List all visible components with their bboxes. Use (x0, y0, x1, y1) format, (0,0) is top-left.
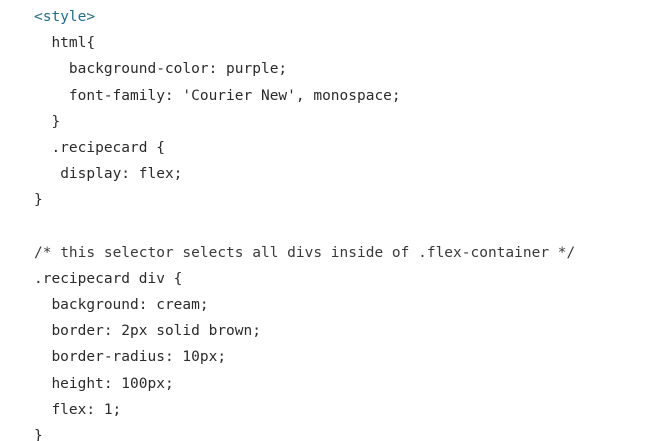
code-line-text: background: cream; (51, 297, 209, 314)
code-line: flex: 1; (34, 397, 650, 423)
code-line: .recipecard div { (34, 266, 650, 292)
code-line-blank (34, 214, 650, 240)
code-line-text: .recipecard div { (34, 270, 183, 287)
code-line-text: display: flex; (60, 166, 183, 183)
code-comment: /* this selector selects all divs inside… (34, 244, 576, 261)
code-line-text: } (34, 428, 43, 441)
code-line: height: 100px; (34, 371, 650, 397)
code-line: background-color: purple; (34, 56, 650, 82)
code-line: .recipecard { (34, 135, 650, 161)
code-line-text: } (34, 192, 43, 209)
code-line: border: 2px solid brown; (34, 318, 650, 344)
code-line: html{ (34, 30, 650, 56)
code-line: background: cream; (34, 292, 650, 318)
code-line: } (34, 109, 650, 135)
code-line: border-radius: 10px; (34, 344, 650, 370)
code-line-text: html{ (51, 35, 96, 52)
code-line: /* this selector selects all divs inside… (34, 240, 650, 266)
code-line-text: } (51, 113, 61, 130)
code-line-text: <style> (34, 9, 96, 25)
code-line-text: background-color: purple; (68, 61, 288, 78)
code-line-text: height: 100px; (51, 375, 174, 392)
code-line: } (34, 187, 650, 213)
code-line: } (34, 423, 650, 441)
code-line-text: font-family: 'Courier New', monospace; (68, 87, 401, 104)
code-line: <style> (34, 4, 650, 30)
code-line: font-family: 'Courier New', monospace; (34, 83, 650, 109)
code-line-text: .recipecard { (51, 139, 165, 156)
code-line-text: border: 2px solid brown; (51, 323, 261, 340)
code-line: display: flex; (34, 161, 650, 187)
code-line-text: flex: 1; (51, 401, 122, 418)
code-line-text: border-radius: 10px; (51, 349, 227, 366)
